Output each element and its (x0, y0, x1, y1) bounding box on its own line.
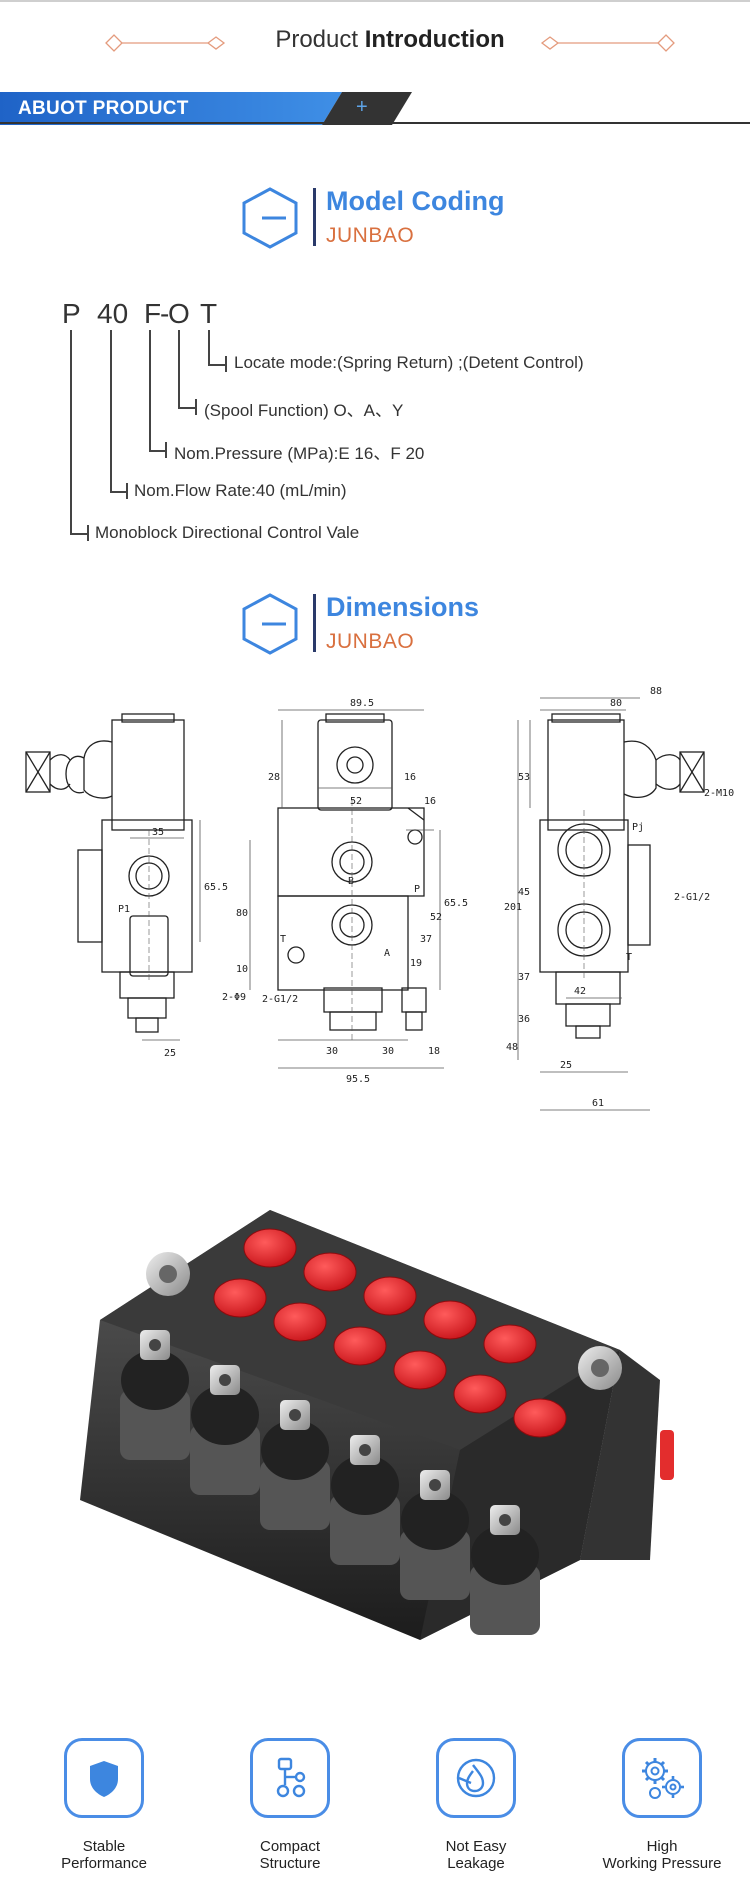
code-desc-flow-rate: Nom.Flow Rate:40 (mL/min) (134, 481, 347, 500)
feature-label: Compact Structure (259, 1838, 321, 1872)
code-tree-line (70, 533, 88, 535)
valve-product-image (80, 1210, 674, 1640)
dim-label: P (414, 884, 420, 895)
dim-label: 36 (518, 1014, 530, 1025)
dim-label: 61 (592, 1098, 604, 1109)
code-tree-line (178, 407, 196, 409)
feature-compact-structure (250, 1738, 330, 1818)
feature-not-easy-leakage (436, 1738, 516, 1818)
model-coding-divider (313, 188, 316, 246)
dim-label: 52 (350, 796, 362, 807)
code-o: O (168, 298, 190, 329)
dim-label: A (384, 948, 390, 959)
page-title: Product Introduction (275, 26, 505, 53)
model-coding-subtitle: JUNBAO (326, 224, 415, 247)
top-divider (0, 0, 750, 2)
dim-label: 89.5 (350, 698, 374, 709)
dim-label: 16 (424, 796, 436, 807)
code-desc-locate-mode: Locate mode:(Spring Return) ;(Detent Con… (234, 353, 584, 372)
code-tree-line (110, 491, 127, 493)
leak-icon (456, 1758, 496, 1798)
structure-icon (276, 1757, 306, 1798)
code-tree-line (110, 330, 112, 492)
dimension-drawing: 35 65.5 P1 25 89.5 52 16 16 28 80 10 65.… (25, 686, 734, 1111)
feature-label: Stable Performance (61, 1838, 147, 1872)
dim-label: 52 (430, 912, 442, 923)
code-tree-line (208, 330, 210, 365)
dim-label: 10 (236, 964, 248, 975)
dim-label: 2-G1/2 (262, 994, 298, 1005)
code-dash: - (160, 298, 170, 329)
dimensions-divider (313, 594, 316, 652)
dim-label: 16 (404, 772, 416, 783)
code-tree-line (165, 442, 167, 458)
dim-label: 53 (518, 772, 530, 783)
model-coding-title: Model Coding (326, 186, 505, 216)
dim-label: P1 (118, 904, 130, 915)
dim-label: 48 (506, 1042, 518, 1053)
dim-label: 2-Φ9 (222, 992, 246, 1003)
dim-label: 45 (518, 887, 530, 898)
code-tree-line (126, 483, 128, 499)
dim-label: 35 (152, 827, 164, 838)
dim-label: 88 (650, 686, 662, 697)
code-desc-spool-function: (Spool Function) O、A、Y (204, 401, 404, 420)
hexagon-logo-icon (242, 593, 298, 655)
shield-icon (90, 1761, 118, 1797)
dim-label: T (280, 934, 286, 945)
feature-label: Not Easy Leakage (445, 1838, 507, 1872)
dim-label: Pj (632, 822, 644, 833)
dim-label: 19 (410, 958, 422, 969)
dim-label: 80 (236, 908, 248, 919)
dim-label: 80 (610, 698, 622, 709)
code-desc-pressure: Nom.Pressure (MPa):E 16、F 20 (174, 444, 425, 463)
code-f: F (144, 298, 162, 329)
dim-label: T (626, 952, 632, 963)
dim-label: 65.5 (444, 898, 468, 909)
about-bar-label: ABUOT PRODUCT (18, 98, 189, 119)
feature-label: High Working Pressure (602, 1838, 722, 1872)
dim-label: 2-G1/2 (674, 892, 710, 903)
code-tree-line (195, 399, 197, 415)
hexagon-logo-icon (242, 187, 298, 249)
dimensions-title: Dimensions (326, 592, 480, 622)
gears-icon (642, 1758, 684, 1799)
dim-label: 25 (560, 1060, 572, 1071)
code-tree-line (178, 330, 180, 408)
dim-label: B (348, 876, 354, 887)
code-tree-line (208, 364, 226, 366)
dim-label: 37 (518, 972, 530, 983)
dim-label: 95.5 (346, 1074, 370, 1085)
dimensions-subtitle: JUNBAO (326, 630, 415, 653)
dim-label: 30 (382, 1046, 394, 1057)
dim-label: 37 (420, 934, 432, 945)
about-bar-plus-icon: + (356, 96, 368, 118)
about-bar (0, 92, 750, 125)
feature-stable-performance (64, 1738, 144, 1818)
dim-label: 42 (574, 986, 586, 997)
code-tree-line (87, 525, 89, 541)
dim-label: 18 (428, 1046, 440, 1057)
code-desc-monoblock: Monoblock Directional Control Vale (95, 523, 360, 542)
code-t: T (200, 298, 218, 329)
right-ornament-icon (540, 34, 675, 52)
dim-label: 201 (504, 902, 522, 913)
code-tree-line (225, 356, 227, 372)
dim-label: 65.5 (204, 882, 228, 893)
code-tree-line (149, 330, 151, 451)
dim-label: 2-M10 (704, 788, 734, 799)
code-p: P (62, 298, 81, 329)
code-tree-line (149, 450, 166, 452)
feature-high-working-pressure (622, 1738, 702, 1818)
dim-label: 30 (326, 1046, 338, 1057)
dim-label: 25 (164, 1048, 176, 1059)
dim-label: 28 (268, 772, 280, 783)
code-tree-line (70, 330, 72, 534)
code-40: 40 (97, 298, 129, 329)
left-ornament-icon (105, 34, 226, 52)
